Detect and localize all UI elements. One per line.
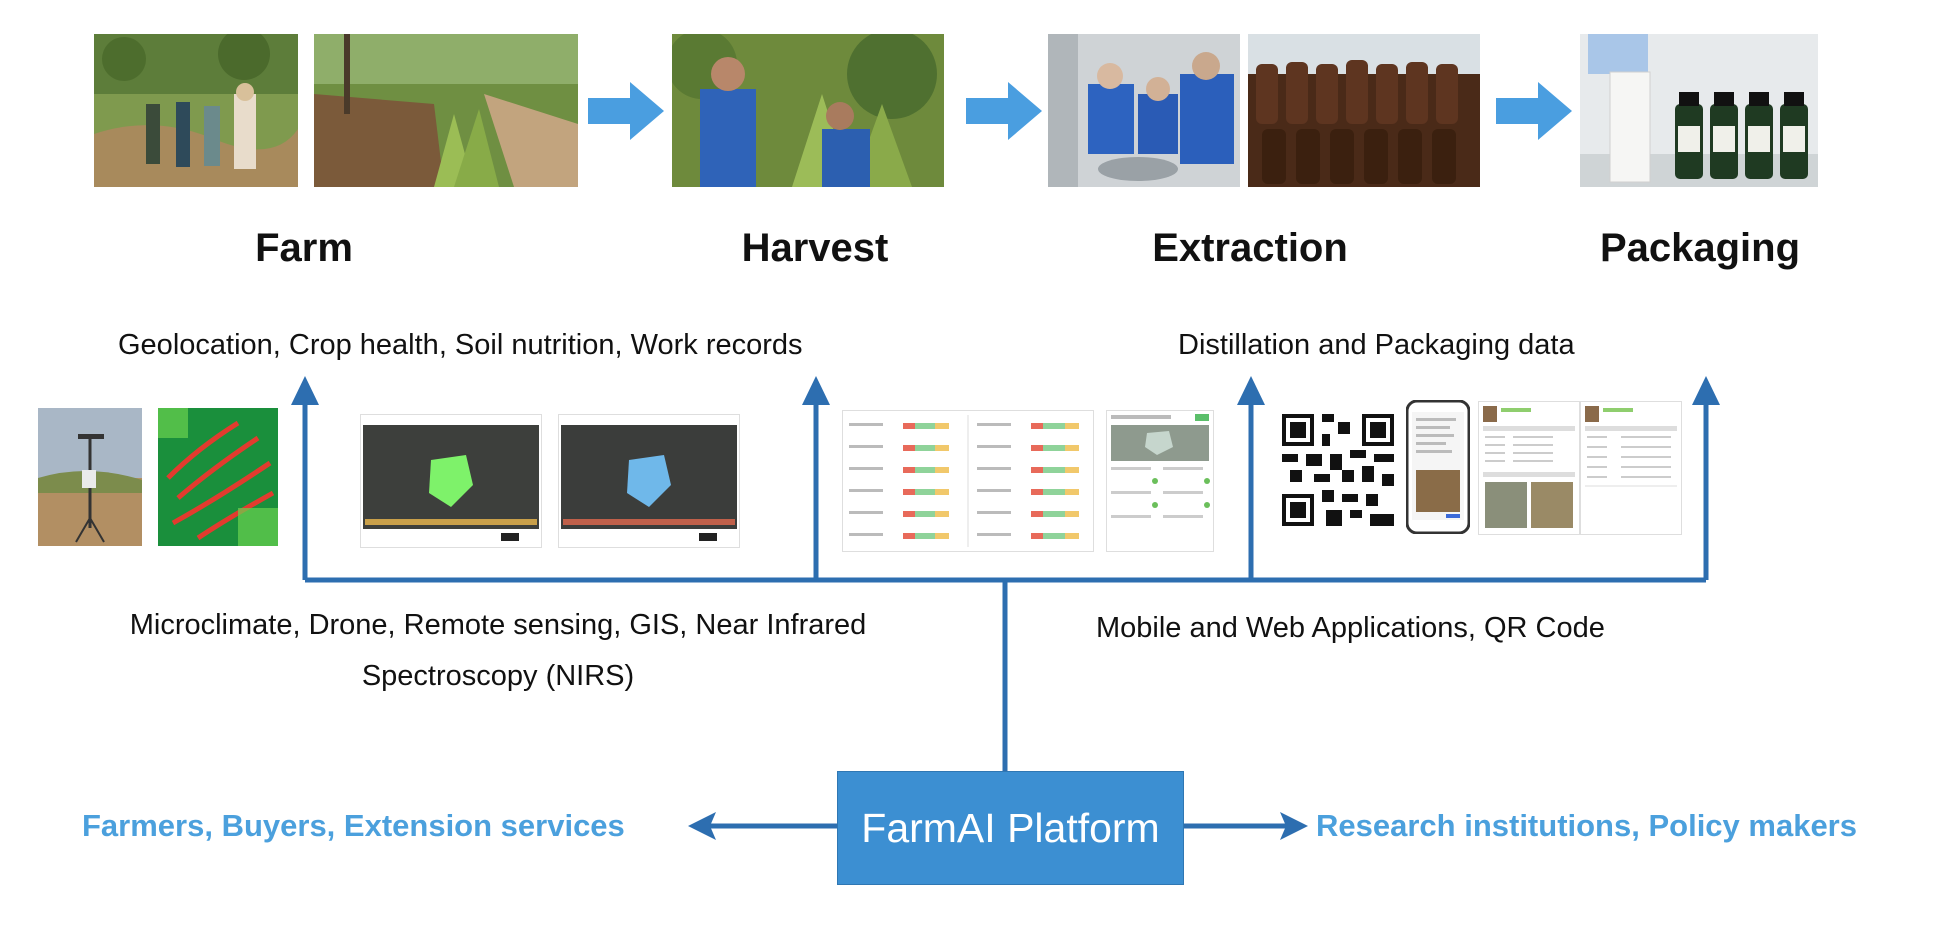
caption-apps: Mobile and Web Applications, QR Code bbox=[1096, 612, 1605, 644]
stage-title-packaging: Packaging bbox=[1599, 226, 1801, 270]
arrow-farm-to-harvest bbox=[588, 82, 664, 140]
packaging-photo bbox=[1580, 34, 1818, 187]
riser-1-head bbox=[291, 376, 319, 405]
caption-extraction-data: Distillation and Packaging data bbox=[1178, 329, 1575, 361]
web-report-screenshot-1 bbox=[1478, 401, 1580, 535]
mobile-field-app-screenshot bbox=[1106, 410, 1214, 552]
drone-ndvi-map bbox=[158, 408, 278, 546]
audience-left: Farmers, Buyers, Extension services bbox=[82, 808, 625, 843]
riser-3-head bbox=[1237, 376, 1265, 405]
stage-title-farm: Farm bbox=[255, 226, 353, 270]
nirs-dashboard-screenshot bbox=[842, 410, 1094, 552]
stage-title-harvest: Harvest bbox=[741, 226, 889, 270]
audience-right: Research institutions, Policy makers bbox=[1316, 808, 1857, 843]
extraction-photo-bottles bbox=[1248, 34, 1480, 187]
stage-title-extraction: Extraction bbox=[1152, 226, 1348, 270]
right-output-head bbox=[1280, 812, 1308, 840]
left-output-head bbox=[688, 812, 716, 840]
riser-2-head bbox=[802, 376, 830, 405]
qr-code bbox=[1282, 414, 1394, 526]
gis-screenshot-green bbox=[360, 414, 542, 548]
riser-4-head bbox=[1692, 376, 1720, 405]
arrow-extraction-to-packaging bbox=[1496, 82, 1572, 140]
farm-photo-people bbox=[94, 34, 298, 187]
caption-sensing: Microclimate, Drone, Remote sensing, GIS… bbox=[129, 609, 867, 692]
farm-photo-field bbox=[314, 34, 578, 187]
caption-farm-data: Geolocation, Crop health, Soil nutrition… bbox=[118, 329, 803, 361]
extraction-photo-workers bbox=[1048, 34, 1240, 187]
arrow-harvest-to-extraction bbox=[966, 82, 1042, 140]
weather-station-photo bbox=[38, 408, 142, 546]
smartphone-app-mockup bbox=[1405, 399, 1471, 535]
harvest-photo bbox=[672, 34, 944, 187]
web-report-screenshot-2 bbox=[1580, 401, 1682, 535]
farmai-platform-box: FarmAI Platform bbox=[837, 771, 1184, 885]
gis-screenshot-blue bbox=[558, 414, 740, 548]
